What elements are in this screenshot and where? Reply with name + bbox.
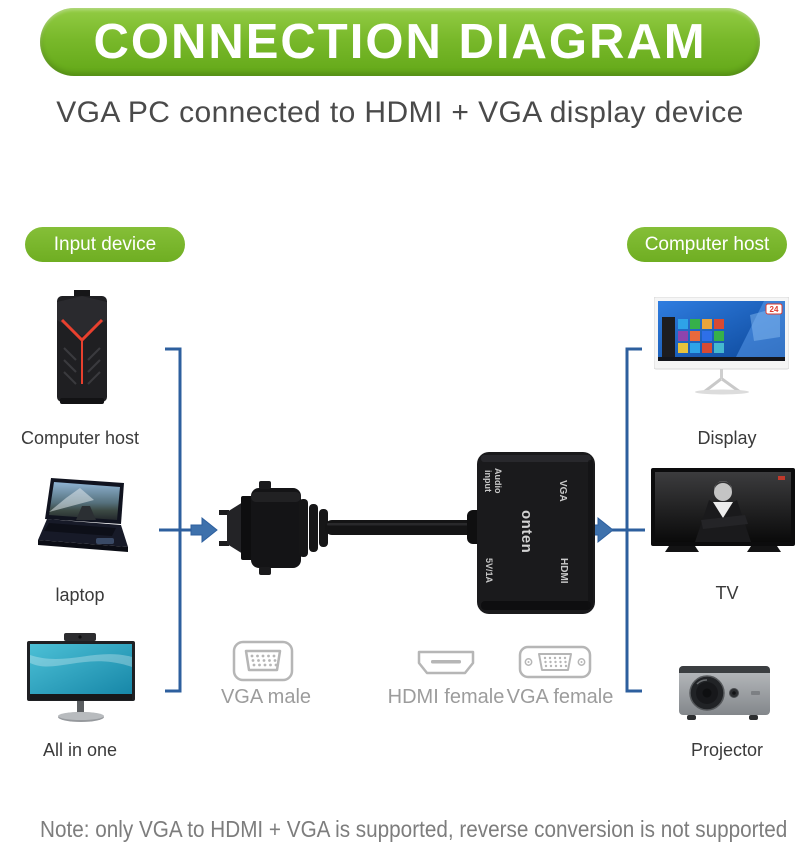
all-in-one-label: All in one bbox=[42, 740, 118, 760]
computer-host-pill-label: Computer host bbox=[644, 233, 770, 255]
adapter-box bbox=[477, 452, 595, 614]
all-in-one-image bbox=[27, 633, 135, 722]
output-bracket bbox=[625, 347, 642, 693]
hdmi-female-label: HDMI female bbox=[387, 686, 505, 708]
laptop-label: laptop bbox=[55, 585, 105, 605]
laptop-image bbox=[38, 478, 128, 552]
adapter-cable bbox=[299, 499, 485, 557]
brand-label: onten bbox=[518, 510, 535, 554]
vga-male-label: VGA male bbox=[220, 686, 312, 708]
projector-image bbox=[679, 666, 770, 720]
vga-male-icon bbox=[232, 640, 294, 682]
page-title: CONNECTION DIAGRAM bbox=[93, 15, 707, 69]
input-device-pill: Input device bbox=[25, 227, 185, 262]
vga-male-connector bbox=[219, 481, 301, 575]
computer-host-pill: Computer host bbox=[627, 227, 787, 262]
computer-host-image bbox=[57, 290, 107, 404]
title-banner: CONNECTION DIAGRAM bbox=[40, 8, 760, 76]
hdmi-female-icon bbox=[417, 650, 475, 675]
tv-label: TV bbox=[715, 583, 739, 603]
vga-female-label: VGA female bbox=[506, 686, 614, 708]
power-port-label: 5V/1A bbox=[484, 558, 494, 584]
display-label: Display bbox=[697, 428, 757, 448]
input-bracket bbox=[165, 347, 182, 693]
left-arrow-icon bbox=[190, 516, 218, 544]
adapter-graphic bbox=[219, 452, 595, 614]
vga-port-label: VGA bbox=[557, 480, 568, 502]
page-subtitle: VGA PC connected to HDMI + VGA display d… bbox=[56, 96, 744, 129]
vga-female-icon bbox=[518, 645, 592, 679]
hdmi-port-label: HDMI bbox=[558, 558, 569, 584]
audio-input-port-label: Audio input bbox=[483, 468, 503, 494]
display-image: 24 bbox=[654, 297, 789, 395]
display-size-badge: 24 bbox=[770, 305, 779, 314]
computer-host-label: Computer host bbox=[20, 428, 140, 448]
projector-label: Projector bbox=[690, 740, 764, 760]
tv-image bbox=[651, 468, 795, 552]
input-device-pill-label: Input device bbox=[53, 233, 157, 255]
note-text: Note: only VGA to HDMI + VGA is supporte… bbox=[40, 816, 788, 842]
